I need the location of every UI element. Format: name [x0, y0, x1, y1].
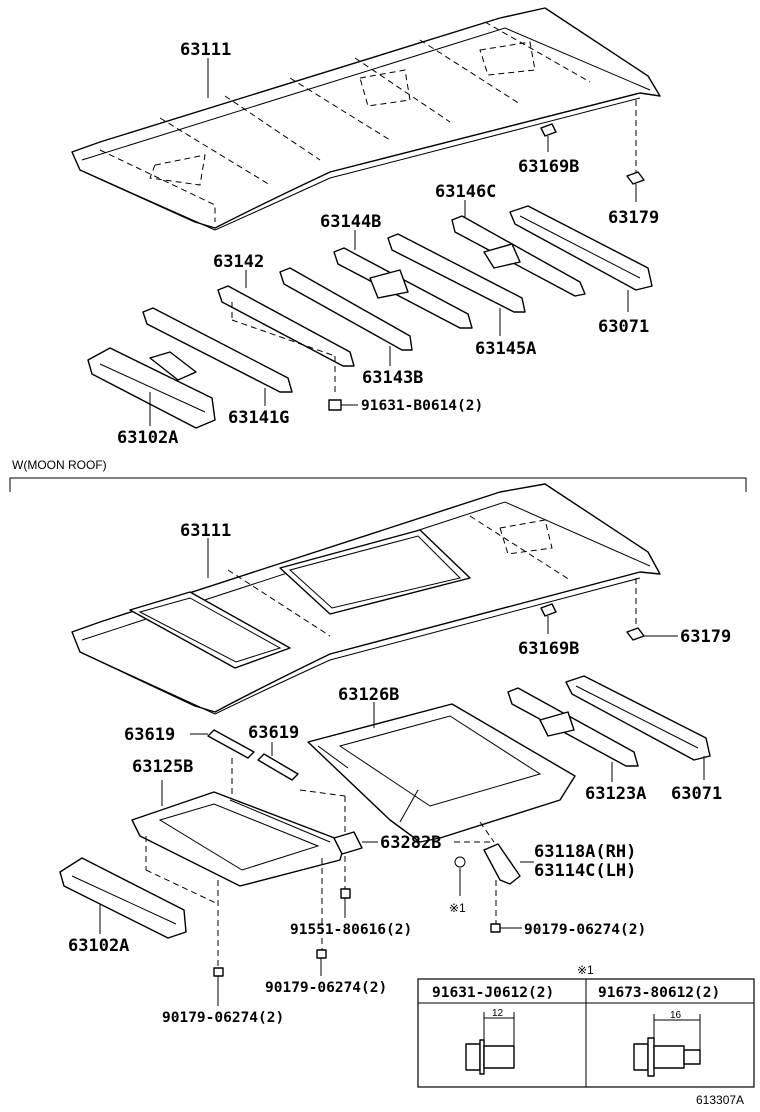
- label-screw: 91551-80616(2): [290, 922, 412, 938]
- label-header-a-top: 63142: [213, 252, 264, 272]
- label-ref-mark: ※1: [449, 901, 466, 915]
- table-col1-part: 91631-J0612(2): [432, 985, 554, 1001]
- label-roof-panel-top: 63111: [180, 40, 231, 60]
- label-nut-left: 90179-06274(2): [162, 1010, 284, 1026]
- fastener-table: ※1 91631-J0612(2) 91673-80612(2) 12 16: [417, 963, 755, 1088]
- label-front-header-bottom: 63102A: [68, 936, 129, 956]
- label-seal-right: 63619: [248, 723, 299, 743]
- label-rear-header-bottom: 63071: [671, 784, 722, 804]
- front-header-top: [87, 347, 216, 429]
- label-clip-bottom: 63179: [680, 627, 731, 647]
- label-front-header-top: 63102A: [117, 428, 178, 448]
- bracket-63118a-63114c: [483, 843, 521, 885]
- bracket-63282b: [333, 831, 363, 855]
- bolt-91631-b0614: [328, 399, 358, 411]
- seal-63619-right: [257, 753, 299, 781]
- nut-90179-mid: [316, 949, 327, 959]
- frame-63125b: [131, 758, 346, 968]
- bolt-91673-80612-drawing: 16: [633, 1010, 701, 1077]
- label-rear-header-top: 63071: [598, 317, 649, 337]
- clip-63179-bottom: [626, 627, 645, 641]
- bolt-91631-j0612-drawing: 12: [465, 1008, 515, 1075]
- housing-63126b: [307, 702, 576, 843]
- label-nut-right: 90179-06274(2): [524, 922, 646, 938]
- label-roof-panel-bottom: 63111: [180, 521, 231, 541]
- table-mark: ※1: [577, 963, 594, 977]
- label-frame: 63125B: [132, 757, 193, 777]
- section-divider: W(MOON ROOF): [9, 458, 747, 492]
- bows-top: [142, 200, 653, 406]
- label-bracket-rh: 63118A(RH): [534, 842, 636, 862]
- front-header-bottom: [59, 857, 187, 939]
- label-seal-left: 63619: [124, 725, 175, 745]
- bracket-63169b-top: [540, 123, 557, 137]
- table-col2-dim: 16: [670, 1010, 682, 1021]
- label-bracket-top: 63169B: [518, 157, 579, 177]
- bottom-assembly: 63111 63169B 63179 63126B 63619 63619 63…: [59, 483, 731, 1026]
- top-assembly: 63111 63169B 63179 63146C 63144B 63142 6…: [71, 7, 661, 448]
- nut-90179-right: [490, 923, 501, 933]
- label-bow-g-top: 63141G: [228, 408, 289, 428]
- roof-panel-bottom: [71, 483, 661, 715]
- label-bow-a-top: 63145A: [475, 339, 536, 359]
- section-label: W(MOON ROOF): [12, 458, 107, 472]
- label-clip-top: 63179: [608, 208, 659, 228]
- nut-90179-left: [213, 967, 224, 977]
- label-reinforcement: 63123A: [585, 784, 646, 804]
- diagram-code: 613307A: [696, 1093, 744, 1107]
- nut-ref1: [454, 856, 466, 868]
- label-bolt-top: 91631-B0614(2): [361, 398, 483, 414]
- label-bracket-center: 63282B: [380, 833, 441, 853]
- label-bracket-bottom: 63169B: [518, 639, 579, 659]
- seal-63619-left: [207, 729, 255, 759]
- label-rear-bow-top: 63146C: [435, 182, 496, 202]
- label-nut-mid: 90179-06274(2): [265, 980, 387, 996]
- table-col1-dim: 12: [492, 1008, 504, 1019]
- screw-91551: [340, 888, 351, 899]
- label-bracket-lh: 63114C(LH): [534, 861, 636, 881]
- label-bow-b-top: 63144B: [320, 212, 381, 232]
- roof-panel-top: [71, 7, 661, 231]
- clip-63179-top: [626, 171, 645, 185]
- label-bow-c-top: 63143B: [362, 368, 423, 388]
- label-housing: 63126B: [338, 685, 399, 705]
- table-col2-part: 91673-80612(2): [598, 985, 720, 1001]
- bracket-63169b-bottom: [540, 603, 557, 617]
